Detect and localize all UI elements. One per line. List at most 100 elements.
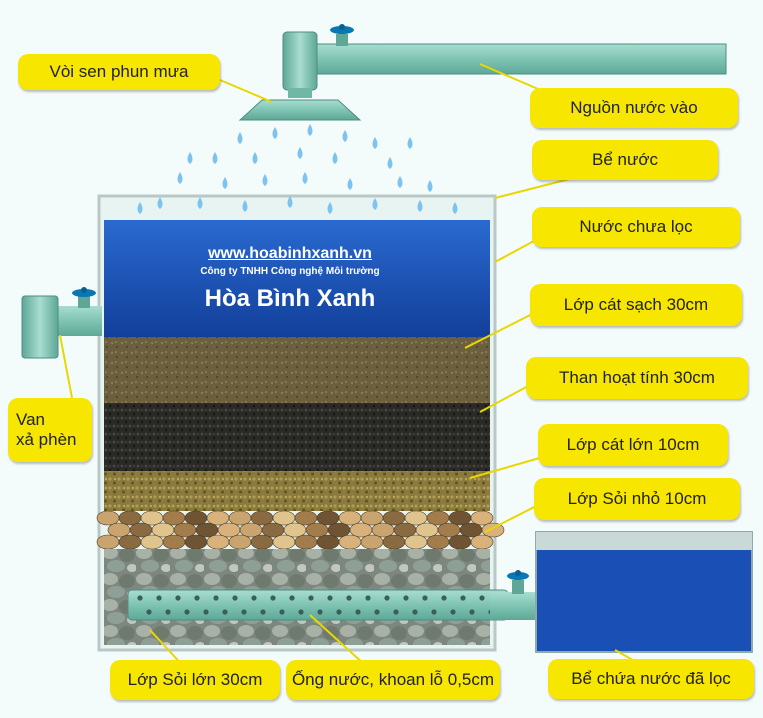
label-unfiltered-water: Nước chưa lọc	[532, 207, 740, 247]
pebble	[250, 510, 274, 526]
pebble	[360, 510, 384, 526]
shower-head-icon	[238, 99, 362, 121]
pebble	[437, 522, 461, 538]
pebble	[426, 534, 450, 550]
pipe-hole	[393, 609, 399, 615]
pebble	[404, 510, 428, 526]
water-drop	[197, 197, 203, 209]
water-drop	[327, 202, 333, 214]
inlet-pipe	[315, 43, 727, 75]
pipe-hole	[194, 595, 200, 601]
water-drop	[252, 152, 258, 164]
pipe-hole	[251, 595, 257, 601]
water-drop	[387, 157, 393, 169]
label-clean-sand: Lớp cát sạch 30cm	[530, 284, 742, 326]
water-drop	[137, 202, 143, 214]
water-drop	[332, 152, 338, 164]
label-pipe: Ống nước, khoan lỗ 0,5cm	[286, 660, 500, 700]
label-water-tank: Bể nước	[532, 140, 718, 180]
watermark-brand: Hòa Bình Xanh	[204, 285, 376, 312]
water-drops	[137, 124, 458, 214]
pebble	[459, 522, 483, 538]
water-drop	[347, 178, 353, 190]
pebble	[140, 510, 164, 526]
pipe-hole	[374, 609, 380, 615]
drain-valve-icon[interactable]	[72, 287, 96, 297]
pipe-hole	[431, 609, 437, 615]
pipe-hole	[270, 595, 276, 601]
water-layer	[104, 220, 490, 337]
pipe-hole	[241, 609, 247, 615]
pebble	[470, 534, 494, 550]
pebble	[294, 534, 318, 550]
pebble	[96, 510, 120, 526]
label-drain-valve-line1: Van	[16, 410, 45, 429]
pipe-hole	[355, 609, 361, 615]
pebble	[129, 522, 153, 538]
pipe-hole	[460, 595, 466, 601]
pebble	[360, 534, 384, 550]
pebble	[316, 510, 340, 526]
pebble	[107, 522, 131, 538]
water-drop	[212, 152, 218, 164]
inlet-valve-icon[interactable]	[330, 24, 354, 34]
pipe-holes	[137, 595, 494, 615]
pipe-hole	[384, 595, 390, 601]
drain-pipe	[58, 306, 102, 336]
pipe-hole	[412, 609, 418, 615]
pebble	[481, 522, 505, 538]
pebble	[338, 510, 362, 526]
label-large-gravel: Lớp Sỏi lớn 30cm	[110, 660, 280, 700]
pipe-hole	[156, 595, 162, 601]
label-drain-valve-line2: xả phèn	[16, 430, 77, 449]
pebble	[382, 534, 406, 550]
pebble	[162, 534, 186, 550]
outlet-valve-stem	[512, 580, 524, 594]
water-drop	[452, 202, 458, 214]
clean-sand-layer	[104, 337, 490, 403]
label-coarse-sand: Lớp cát lớn 10cm	[538, 424, 728, 466]
pipe-hole	[232, 595, 238, 601]
small-gravel-layer	[96, 510, 505, 550]
water-drop	[297, 147, 303, 159]
pebble	[426, 510, 450, 526]
pebble	[283, 522, 307, 538]
perforated-pipe	[127, 589, 509, 621]
label-water-source: Nguồn nước vào	[530, 88, 738, 128]
pipe-hole	[203, 609, 209, 615]
water-drop	[272, 127, 278, 139]
pipe-hole	[184, 609, 190, 615]
pebble	[206, 510, 230, 526]
pipe-hole	[403, 595, 409, 601]
pebble	[96, 534, 120, 550]
outlet-valve-icon[interactable]	[507, 570, 529, 580]
pipe-hole	[441, 595, 447, 601]
pipe-hole	[146, 609, 152, 615]
pebble	[305, 522, 329, 538]
pebble	[272, 534, 296, 550]
water-drop	[157, 197, 163, 209]
pipe-hole	[260, 609, 266, 615]
pebble	[173, 522, 197, 538]
pipe-hole	[222, 609, 228, 615]
pebble	[470, 510, 494, 526]
pipe-hole	[327, 595, 333, 601]
water-drop	[417, 200, 423, 212]
pipe-hole	[165, 609, 171, 615]
pebble	[448, 534, 472, 550]
label-filtered-tank: Bể chứa nước đã lọc	[548, 659, 754, 699]
pipe-hole	[175, 595, 181, 601]
pebble	[151, 522, 175, 538]
label-small-gravel: Lớp Sỏi nhỏ 10cm	[534, 478, 740, 520]
pipe-hole	[213, 595, 219, 601]
water-drop	[407, 137, 413, 149]
pipe-hole	[298, 609, 304, 615]
watermark-company: Công ty TNHH Công nghệ Môi trường	[200, 266, 380, 277]
pipe-hole	[450, 609, 456, 615]
pipe-hole	[317, 609, 323, 615]
pebble	[448, 510, 472, 526]
pebble	[316, 534, 340, 550]
pebble	[239, 522, 263, 538]
pipe-hole	[137, 595, 143, 601]
